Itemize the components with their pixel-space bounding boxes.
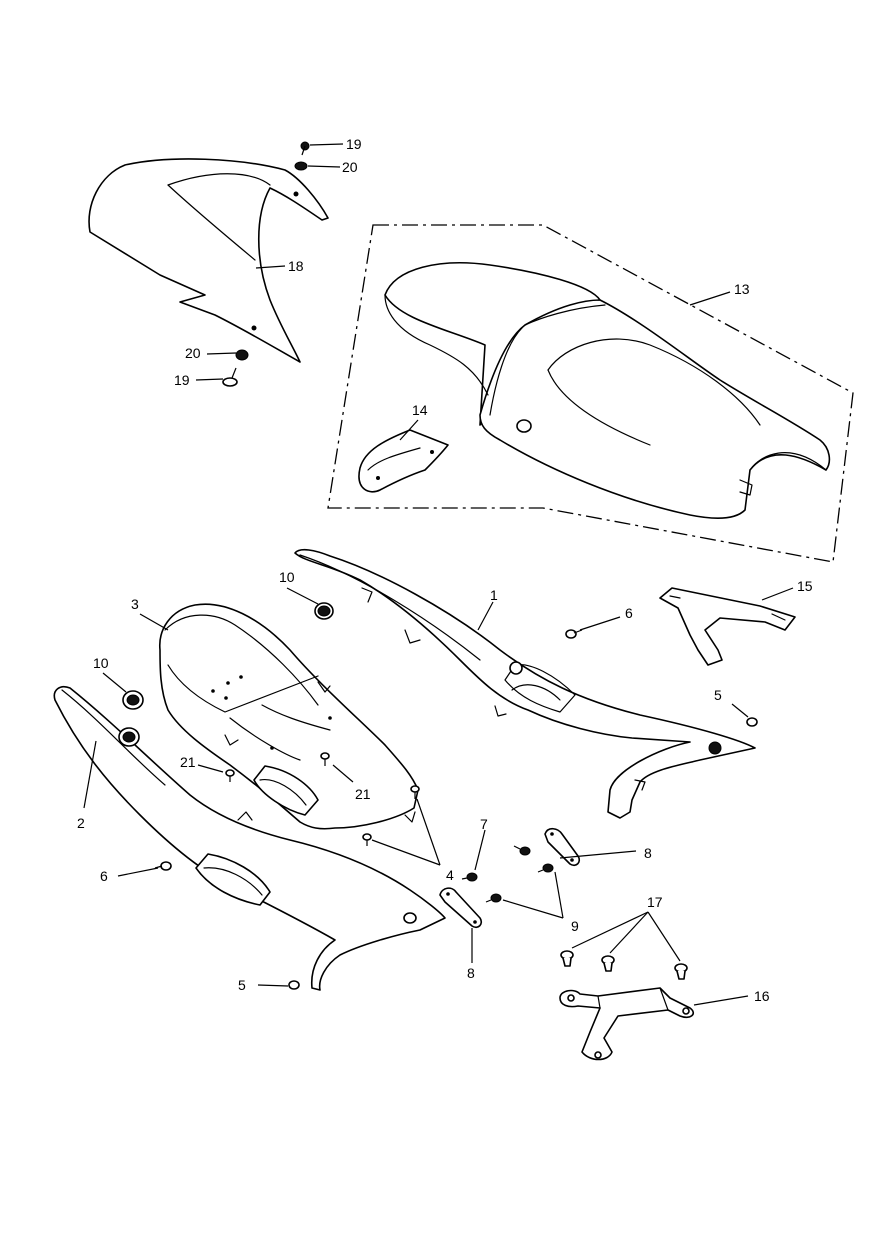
callout-17: 17 (647, 894, 663, 910)
clip-17-c (674, 963, 688, 980)
callout-8-upper: 8 (644, 845, 652, 861)
grommet-10-lower-a (122, 690, 144, 710)
callout-15: 15 (797, 578, 813, 594)
screw-5-left (288, 980, 300, 990)
side-panel-1 (294, 548, 756, 819)
strap-8-upper (544, 827, 581, 867)
callout-10-upper: 10 (279, 569, 295, 585)
screw-6-right (565, 629, 583, 639)
screw-19-bottom (222, 367, 238, 387)
seat-assembly-box (327, 224, 854, 563)
bolt-7-b (461, 872, 478, 882)
seat (384, 262, 831, 520)
clip-17-a (560, 950, 574, 967)
callout-19-bottom: 19 (174, 372, 190, 388)
callout-3: 3 (131, 596, 139, 612)
callout-2: 2 (77, 815, 85, 831)
screw-5-right (746, 717, 758, 727)
bolt-7-a (513, 845, 531, 856)
grommet-10-upper (314, 602, 334, 620)
callout-9: 9 (571, 918, 579, 934)
grommet-20-top (294, 161, 308, 171)
callout-21-right: 21 (355, 786, 371, 802)
strap-8-lower (439, 887, 483, 929)
grommet-20-bottom (235, 349, 249, 361)
seat-cowl (88, 158, 329, 363)
grommet-10-lower-b (118, 727, 140, 747)
screw-4-upper (410, 785, 420, 799)
clip-17-b (601, 955, 615, 972)
screw-19-top (300, 141, 310, 156)
callout-19-top: 19 (346, 136, 362, 152)
callout-16: 16 (754, 988, 770, 1004)
callout-6-right: 6 (625, 605, 633, 621)
screw-21-left (225, 769, 235, 782)
callout-14: 14 (412, 402, 428, 418)
callout-18: 18 (288, 258, 304, 274)
screw-4-lower (362, 833, 372, 846)
leader-lines (83, 143, 794, 1006)
callout-21-left: 21 (180, 754, 196, 770)
callout-5-right: 5 (714, 687, 722, 703)
screw-21-right (320, 752, 330, 766)
callout-8-lower: 8 (467, 965, 475, 981)
callout-1: 1 (490, 587, 498, 603)
callout-20-top: 20 (342, 159, 358, 175)
tail-cover-3 (159, 603, 419, 830)
bolt-9-b (485, 893, 502, 903)
callout-5-left: 5 (238, 977, 246, 993)
callout-7: 7 (480, 816, 488, 832)
callout-labels: 19 20 18 13 20 19 14 10 15 1 3 6 10 5 21… (77, 136, 813, 1004)
screw-6-left (154, 861, 172, 871)
callout-4: 4 (446, 867, 454, 883)
callout-13: 13 (734, 281, 750, 297)
callout-20-bottom: 20 (185, 345, 201, 361)
bolt-9-a (537, 863, 554, 873)
seat-latch-14 (358, 429, 449, 493)
bracket-16 (559, 987, 695, 1061)
side-panel-2 (53, 685, 446, 991)
callout-6-left: 6 (100, 868, 108, 884)
callout-10-lower: 10 (93, 655, 109, 671)
bracket-15 (659, 587, 796, 666)
